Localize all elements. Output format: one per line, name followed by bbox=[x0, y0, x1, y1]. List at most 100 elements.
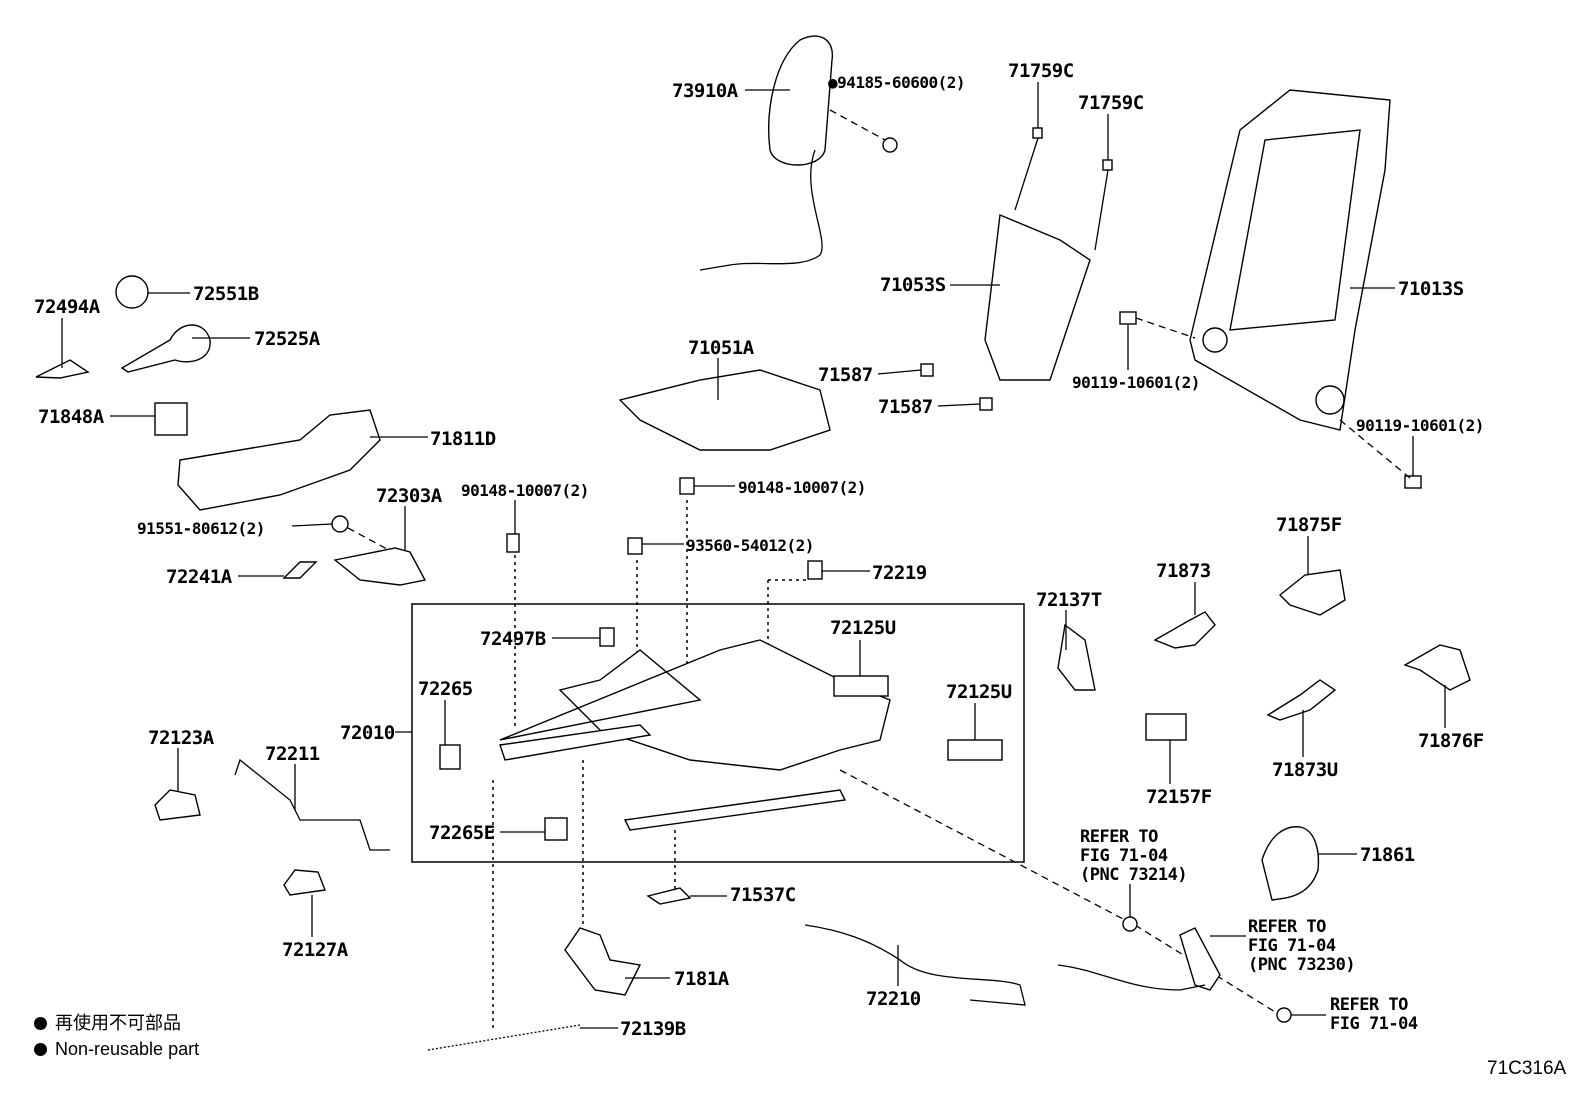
part-72139B bbox=[427, 1024, 581, 1051]
diagram-code: 71C316A bbox=[1487, 1058, 1567, 1079]
callout-71876F: 71876F bbox=[1418, 730, 1484, 752]
callout-72123A: 72123A bbox=[148, 727, 214, 749]
part-94185-nut bbox=[882, 137, 898, 153]
callout-72125U-b: 72125U bbox=[946, 681, 1012, 703]
legend-item-en: Non-reusable part bbox=[34, 1036, 199, 1062]
callout-72137T: 72137T bbox=[1036, 589, 1102, 611]
part-71053S bbox=[984, 213, 1091, 381]
part-72210 bbox=[804, 924, 1026, 1006]
part-91551-bolt bbox=[331, 515, 349, 533]
callout-93560-54012: 93560-54012(2) bbox=[686, 536, 814, 555]
callout-71848A: 71848A bbox=[38, 406, 104, 428]
callout-72127A: 72127A bbox=[282, 939, 348, 961]
callout-72241A: 72241A bbox=[166, 566, 232, 588]
part-71587-b bbox=[979, 397, 993, 411]
part-72303A bbox=[333, 547, 427, 586]
callout-71537C: 71537C bbox=[730, 884, 796, 906]
callout-71759C-b: 71759C bbox=[1078, 92, 1144, 114]
assembly-box bbox=[411, 603, 1025, 863]
part-90148-bolt-b bbox=[679, 477, 695, 495]
part-72265 bbox=[439, 744, 461, 770]
part-90119-bolt-b bbox=[1404, 475, 1422, 489]
part-71873U bbox=[1266, 679, 1337, 721]
part-73214-washer bbox=[1122, 916, 1138, 932]
callout-90148-10007-b: 90148-10007(2) bbox=[738, 478, 866, 497]
part-73910A bbox=[768, 35, 834, 166]
part-72497B bbox=[599, 627, 615, 647]
part-73230-buckle bbox=[1179, 927, 1221, 991]
part-71811D bbox=[177, 409, 381, 511]
callout-refer-73230: REFER TO FIG 71-04 (PNC 73230) bbox=[1248, 917, 1356, 975]
part-72010-seat-track bbox=[499, 639, 891, 771]
callout-72494A: 72494A bbox=[34, 296, 100, 318]
callout-72303A: 72303A bbox=[376, 485, 442, 507]
legend-item-jp: 再使用不可部品 bbox=[34, 1010, 199, 1036]
callout-71053S: 71053S bbox=[880, 274, 946, 296]
callout-71587-a: 71587 bbox=[818, 364, 873, 386]
part-72219 bbox=[807, 560, 823, 580]
part-71759C-b bbox=[1102, 159, 1113, 171]
callout-71811D: 71811D bbox=[430, 428, 496, 450]
callout-72139B: 72139B bbox=[620, 1018, 686, 1040]
part-71848A bbox=[154, 402, 188, 436]
callout-refer-73214: REFER TO FIG 71-04 (PNC 73214) bbox=[1080, 827, 1188, 885]
callout-91551-80612: 91551-80612(2) bbox=[137, 519, 265, 538]
part-71759C-a bbox=[1032, 127, 1043, 139]
legend: 再使用不可部品 Non-reusable part bbox=[34, 1010, 199, 1062]
callout-71875F: 71875F bbox=[1276, 514, 1342, 536]
callout-71861: 71861 bbox=[1360, 844, 1415, 866]
callout-refer-nut: REFER TO FIG 71-04 bbox=[1330, 995, 1418, 1034]
callout-94185-60600: ●94185-60600(2) bbox=[828, 73, 966, 92]
part-93560-bolt bbox=[627, 537, 643, 555]
part-72551B bbox=[115, 275, 149, 309]
filled-circle-icon bbox=[34, 1017, 47, 1030]
part-90148-bolt-a bbox=[506, 533, 520, 553]
callout-72210: 72210 bbox=[866, 988, 921, 1010]
callout-71873: 71873 bbox=[1156, 560, 1211, 582]
callout-71873U: 71873U bbox=[1272, 759, 1338, 781]
callout-71051A: 71051A bbox=[688, 337, 754, 359]
part-71051A bbox=[618, 369, 831, 451]
part-71861 bbox=[1261, 826, 1320, 901]
part-71875F bbox=[1278, 569, 1346, 616]
part-72123A bbox=[154, 789, 201, 821]
callout-72551B: 72551B bbox=[193, 283, 259, 305]
part-nut-refer bbox=[1276, 1007, 1292, 1023]
callout-72157F: 72157F bbox=[1146, 786, 1212, 808]
callout-90148-10007-a: 90148-10007(2) bbox=[461, 481, 589, 500]
callout-72211: 72211 bbox=[265, 743, 320, 765]
callout-72497B: 72497B bbox=[480, 628, 546, 650]
part-72137T bbox=[1057, 623, 1096, 691]
callout-71587-b: 71587 bbox=[878, 396, 933, 418]
part-71537C bbox=[646, 887, 692, 905]
part-72127A bbox=[283, 869, 326, 896]
part-72157F bbox=[1145, 713, 1187, 741]
callout-90119-10601-b: 90119-10601(2) bbox=[1356, 416, 1484, 435]
filled-circle-icon bbox=[34, 1043, 47, 1056]
part-71587-a bbox=[920, 363, 934, 377]
part-90119-bolt-a bbox=[1119, 311, 1137, 325]
part-72125U-a bbox=[833, 675, 889, 697]
part-7181A bbox=[564, 927, 642, 996]
callout-72125U-a: 72125U bbox=[830, 617, 896, 639]
callout-71013S: 71013S bbox=[1398, 278, 1464, 300]
part-72525A bbox=[120, 324, 211, 373]
part-72211 bbox=[234, 758, 390, 851]
callout-72219: 72219 bbox=[872, 562, 927, 584]
callout-72525A: 72525A bbox=[254, 328, 320, 350]
part-71876F bbox=[1403, 644, 1471, 691]
callout-73910A: 73910A bbox=[672, 80, 738, 102]
callout-90119-10601-a: 90119-10601(2) bbox=[1072, 373, 1200, 392]
callout-71759C-a: 71759C bbox=[1008, 60, 1074, 82]
callout-7181A: 7181A bbox=[674, 968, 729, 990]
part-72494A bbox=[35, 359, 90, 379]
part-71873 bbox=[1153, 611, 1216, 649]
part-72125U-b bbox=[947, 739, 1003, 761]
leader-lines bbox=[61, 82, 1446, 1029]
part-72265E bbox=[544, 817, 568, 841]
callout-72265: 72265 bbox=[418, 678, 473, 700]
callout-72010: 72010 bbox=[340, 722, 395, 744]
part-72241A bbox=[282, 561, 318, 579]
